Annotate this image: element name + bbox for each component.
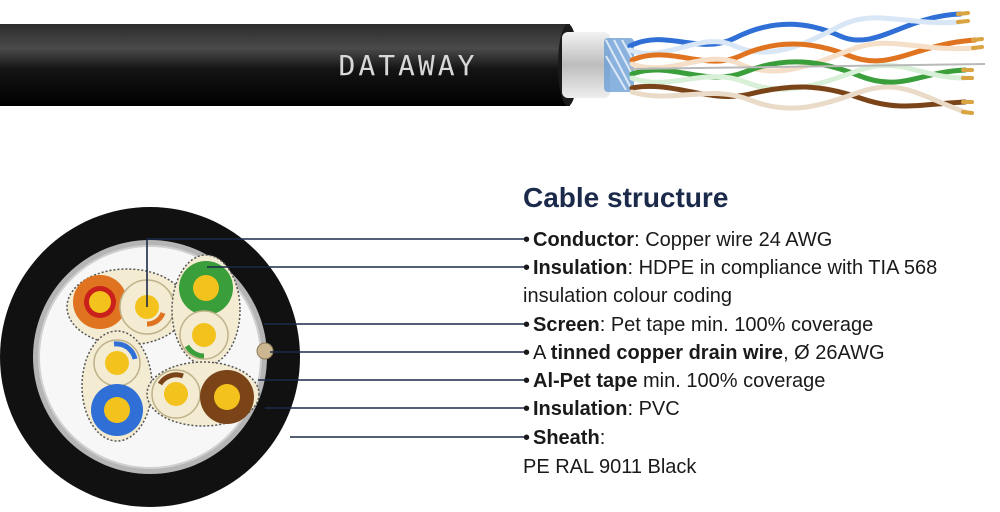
leader-conductor	[146, 238, 525, 307]
legend-item-al-pet-tape: •Al-Pet tape min. 100% coverage	[523, 370, 826, 392]
legend-item-sheath-cont: PE RAL 9011 Black	[523, 456, 697, 478]
cable-side-view: DATAWAY	[0, 11, 986, 115]
pair-orange-cross	[66, 268, 188, 346]
twisted-pair-brown	[629, 83, 968, 115]
drain-wire-cross	[256, 342, 274, 360]
legend-item-drain-wire: •A tinned copper drain wire, Ø 26AWG	[523, 342, 885, 364]
legend-item-screen: •Screen: Pet tape min. 100% coverage	[523, 314, 874, 336]
cable-brand-print: DATAWAY	[338, 49, 477, 82]
shield-foil	[562, 32, 610, 98]
copper-tips	[956, 11, 984, 115]
braid-texture	[605, 39, 633, 91]
legend-title: Cable structure	[523, 182, 729, 213]
leader-lines	[146, 238, 525, 438]
legend-item-insulation-pvc: •Insulation: PVC	[523, 398, 680, 420]
legend-item-insulation-hdpe-cont: insulation colour coding	[523, 285, 733, 307]
legend-item-conductor: •Conductor: Copper wire 24 AWG	[523, 229, 833, 251]
legend-item-insulation-hdpe: •Insulation: HDPE in compliance with TIA…	[523, 257, 938, 279]
pair-brown-cross	[146, 361, 260, 427]
cable-cross-section	[0, 207, 300, 507]
cable-sheath	[0, 24, 570, 106]
drain-wire-side	[629, 63, 986, 70]
twisted-pair-blue	[627, 11, 963, 56]
pair-green-cross	[171, 254, 241, 366]
legend-item-sheath: •Sheath:	[523, 427, 606, 449]
pair-blue-cross	[81, 330, 153, 442]
twisted-pair-orange	[629, 37, 978, 74]
